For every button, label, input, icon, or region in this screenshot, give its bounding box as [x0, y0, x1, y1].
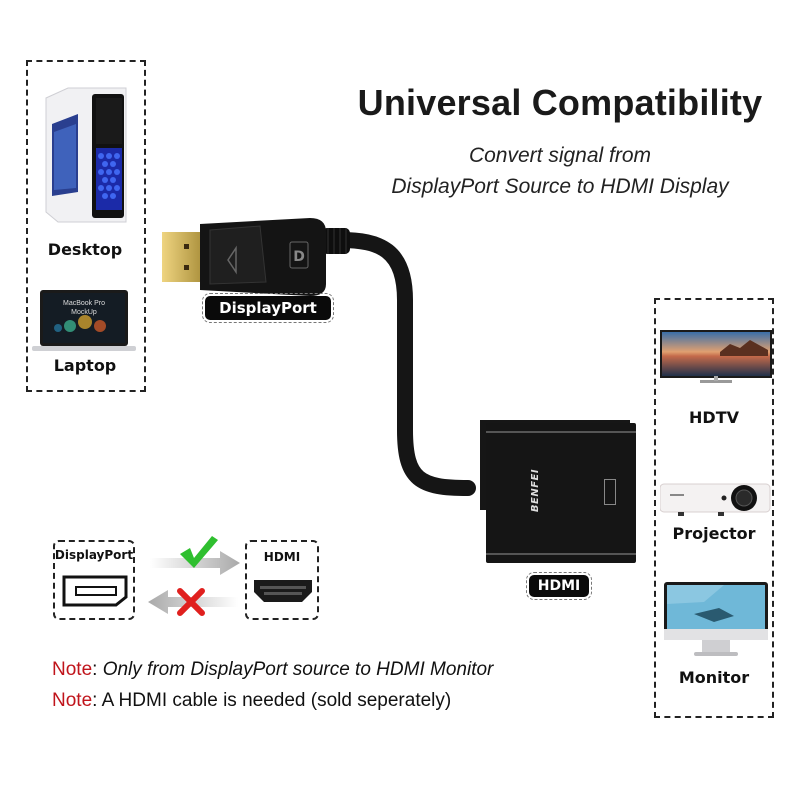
diagram-hdmi-label: HDMI [263, 550, 301, 564]
diagram-displayport-label: DisplayPort [54, 548, 134, 562]
projector-label: Projector [672, 524, 756, 543]
monitor-icon [664, 582, 768, 660]
note-2-text: A HDMI cable is needed (sold seperately) [97, 690, 452, 711]
check-icon [178, 534, 218, 570]
desktop-pc-icon [38, 84, 134, 230]
laptop-label: Laptop [53, 356, 117, 375]
note-2-prefix: Note [52, 690, 93, 711]
note-1: Note: Only from DisplayPort source to HD… [52, 659, 494, 680]
hdtv-label: HDTV [689, 408, 739, 427]
source-devices-panel [26, 60, 146, 392]
hdmi-adapter-box: BENFEI [486, 423, 636, 563]
displayport-port-box [53, 540, 135, 620]
laptop-icon: MacBook Pro MockUp [30, 290, 138, 354]
laptop-screen-text-2: MockUp [71, 309, 97, 316]
note-1-text: Only from DisplayPort source to HDMI Mon… [97, 659, 494, 680]
hdmi-label: HDMI [526, 572, 592, 600]
laptop-screen-text-1: MacBook Pro [63, 300, 105, 307]
projector-icon [659, 480, 772, 520]
brand-logo: BENFEI [530, 468, 542, 513]
displayport-label: DisplayPort [202, 293, 334, 323]
subtitle-line-1: Convert signal from [468, 144, 652, 167]
note-1-prefix: Note [52, 659, 93, 680]
hdmi-connector-icon [252, 576, 314, 606]
svg-text:D: D [293, 249, 305, 265]
displayport-port-icon [62, 575, 128, 607]
page-title: Universal Compatibility [357, 82, 763, 123]
hdtv-icon [660, 330, 772, 390]
subtitle: Convert signal from DisplayPort Source t… [330, 140, 790, 202]
note-2: Note: A HDMI cable is needed (sold seper… [52, 690, 452, 711]
monitor-label: Monitor [678, 668, 750, 687]
subtitle-line-2: DisplayPort Source to HDMI Display [391, 175, 729, 198]
desktop-label: Desktop [47, 240, 123, 259]
cross-icon [176, 587, 206, 617]
hdmi-port-box [245, 540, 319, 620]
display-devices-panel [654, 298, 774, 718]
hdmi-port-icon [604, 479, 616, 505]
